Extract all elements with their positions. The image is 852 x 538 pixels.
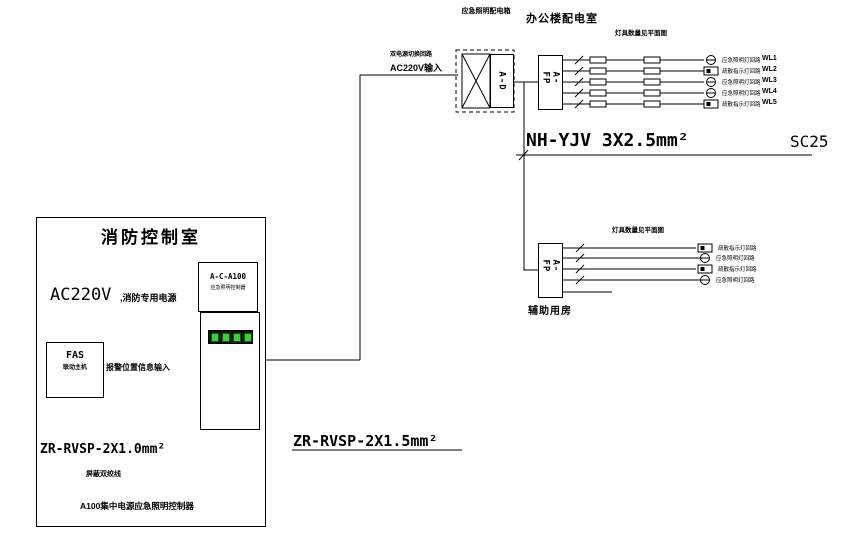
shielded-cable-note: 屏蔽双绞线	[86, 471, 121, 478]
fas-host-box: FAS 联动主机	[46, 342, 104, 398]
feeder-slash	[518, 149, 529, 161]
indicator-light	[244, 333, 252, 342]
riser-cable-label: ZR-RVSP-2X1.5mm²	[293, 432, 438, 450]
circuit-label: 疏散指示灯回路	[722, 102, 761, 108]
top-circuit-rows	[563, 55, 719, 109]
circuit-label: 应急照明灯回路	[722, 58, 761, 64]
afp-top-label: A-FP	[540, 71, 561, 84]
exit-sign-symbol	[703, 99, 719, 109]
afp-bottom-label: A-FP	[540, 259, 561, 272]
circuit-label: 应急照明灯回路	[722, 91, 761, 97]
circuit-wl: WL3	[762, 77, 777, 84]
wire-mains-riser	[359, 74, 458, 360]
wire-feeder-riser	[523, 82, 538, 271]
controller-caption: A100集中电源应急照明控制器	[80, 501, 194, 511]
afp-bottom-box: A-FP	[538, 243, 563, 298]
indicator-light	[211, 333, 219, 342]
circuit-label: 疏散指示灯回路	[718, 267, 757, 273]
circuit-wl: WL5	[762, 99, 777, 106]
controller-head-box: A-C-A100 应急照明控制器	[198, 262, 258, 312]
ats-symbol	[455, 49, 515, 113]
lamp-note-top: 灯具数量见平面图	[615, 30, 667, 37]
circuit-wl: WL2	[762, 66, 777, 73]
controller-head-line2: 应急照明控制器	[210, 285, 246, 291]
lamp-note-bottom: 灯具数量见平面图	[612, 227, 664, 234]
ats-label-box: A-D	[490, 54, 514, 108]
ats-label: A-D	[496, 71, 507, 91]
indicator-light	[233, 333, 241, 342]
circuit-label: 应急照明灯回路	[716, 256, 755, 262]
shielded-cable-label: ZR-RVSP-2X1.0mm²	[40, 442, 166, 457]
room-label: 办公楼配电室	[526, 13, 598, 25]
control-room-title: 消防控制室	[101, 228, 201, 247]
controller-head-line1: A-C-A100	[209, 272, 247, 281]
circuit-label: 应急照明灯回路	[722, 80, 761, 86]
fas-sublabel: 联动主机	[62, 365, 87, 371]
feeder-cable-label: NH-YJV 3X2.5mm²	[526, 130, 689, 151]
exit-sign-symbol	[697, 264, 713, 274]
power-label: AC220V	[50, 285, 112, 305]
circuit-wl: WL4	[762, 88, 777, 95]
bottom-circuit-rows	[563, 243, 713, 285]
panel-label: 应急照明配电箱	[461, 8, 511, 15]
power-note: ,消防专用电源	[120, 293, 177, 303]
circuit-label: 疏散指示灯回路	[718, 246, 757, 252]
alarm-input-label: 报警位置信息输入	[106, 363, 170, 372]
conduit-label: SC25	[790, 132, 829, 151]
circuit-wl: WL1	[762, 55, 777, 62]
indicator-light	[222, 333, 230, 342]
exit-sign-symbol	[703, 66, 719, 76]
input-power-label: AC220V输入	[390, 63, 443, 73]
input-note: 双电源切换回路	[390, 52, 433, 58]
exit-sign-symbol	[697, 243, 713, 253]
ats-dashed-enclosure	[455, 49, 515, 113]
aux-room-label: 辅助用房	[528, 306, 572, 317]
circuit-label: 应急照明灯回路	[716, 278, 755, 284]
circuit-label: 疏散指示灯回路	[722, 69, 761, 75]
fas-label: FAS	[65, 350, 85, 361]
indicator-panel	[208, 330, 253, 344]
afp-top-box: A-FP	[538, 55, 563, 110]
